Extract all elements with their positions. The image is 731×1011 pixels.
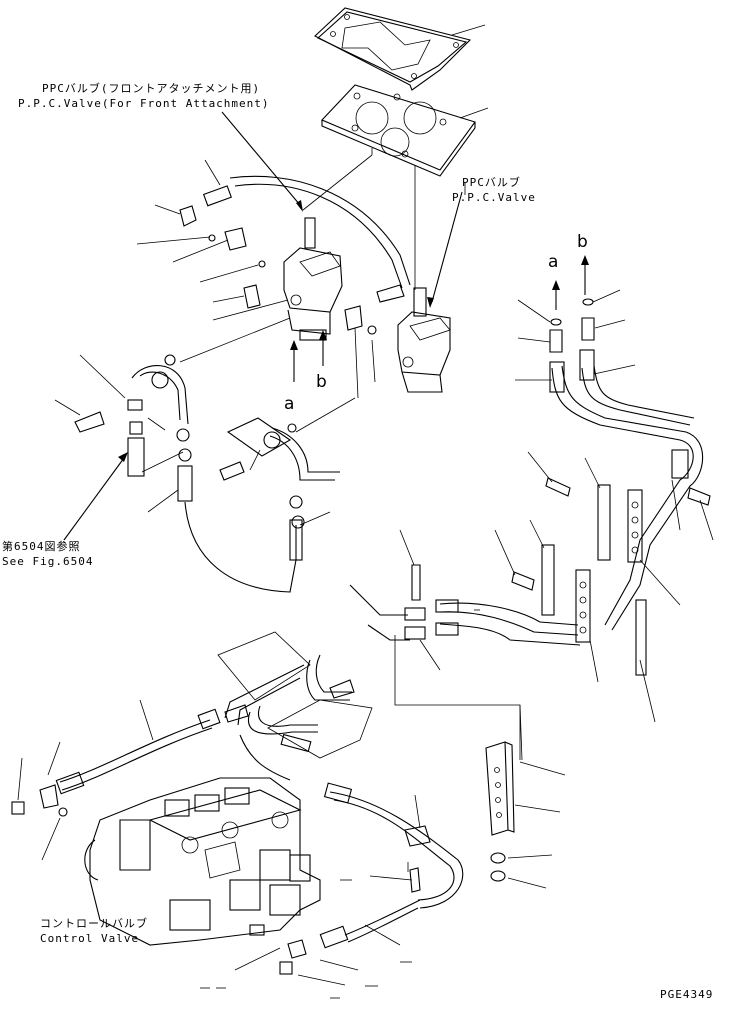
clamp-block: [575, 569, 591, 643]
hose: [551, 367, 694, 626]
tube: [184, 501, 297, 593]
port-a-right: a: [548, 252, 559, 272]
bracket: [485, 741, 515, 882]
ppc-valve-label-en: P.P.C.Valve: [452, 191, 536, 204]
control-valve-body: [84, 777, 321, 946]
control-valve-label-en: Control Valve: [40, 932, 140, 945]
leader-line: [451, 24, 486, 36]
mounting-plate: [321, 84, 476, 177]
port-b-left: b: [316, 372, 327, 392]
hose: [59, 719, 211, 783]
leader-arrow: [221, 111, 301, 206]
clamp-block: [627, 489, 643, 563]
ppc-valve: [397, 287, 451, 393]
hose: [229, 175, 411, 286]
drawing-code: PGE4349: [660, 988, 714, 1001]
gasket-plate-top: [314, 7, 472, 91]
leader-line: [459, 107, 489, 119]
control-valve-label-jp: コントロールバルブ: [40, 917, 148, 930]
ppc-valve-front: [283, 217, 343, 341]
reference-label-en: See Fig.6504: [2, 555, 94, 568]
port-a-left: a: [284, 394, 295, 414]
ppc-valve-label-jp: PPCバルブ: [462, 176, 521, 189]
elbow-tube: [139, 371, 181, 421]
elbow-fitting: [179, 205, 197, 227]
port-b-right: b: [577, 232, 588, 252]
ppc-valve-front-label-en: P.P.C.Valve(For Front Attachment): [18, 97, 270, 110]
ppc-valve-front-label-jp: PPCバルブ(フロントアタッチメント用): [42, 82, 261, 95]
reference-label-jp: 第6504図参照: [2, 540, 81, 553]
